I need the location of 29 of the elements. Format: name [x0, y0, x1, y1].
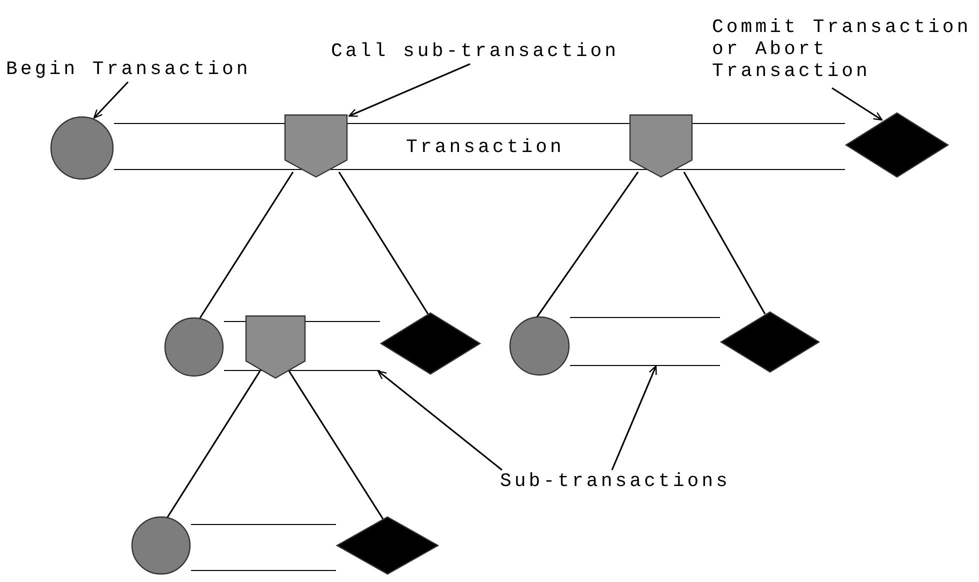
leader-line — [93, 81, 129, 119]
leader-line — [832, 87, 883, 121]
circle-marker — [50, 116, 114, 180]
leader-line — [611, 365, 657, 470]
transaction-band — [570, 317, 720, 366]
pentagon-marker — [629, 114, 693, 178]
pentagon-marker — [284, 114, 348, 178]
circle-marker — [509, 316, 570, 376]
pentagon-marker — [245, 315, 306, 379]
diamond-marker — [336, 516, 439, 575]
circle-marker — [131, 516, 191, 575]
leader-line — [377, 370, 502, 471]
circle-marker — [164, 317, 224, 377]
band-label: Transaction — [406, 136, 564, 158]
connector-line — [338, 172, 429, 314]
connector-line — [683, 172, 766, 314]
diamond-marker — [380, 312, 481, 375]
leader-line — [348, 63, 470, 117]
connector-line — [166, 370, 261, 518]
diamond-marker — [720, 311, 820, 373]
connector-line — [536, 172, 639, 318]
callout-label: Begin Transaction — [6, 58, 276, 80]
callout-label: Commit Transaction or Abort Transaction — [712, 16, 979, 82]
transaction-band — [191, 524, 336, 571]
callout-label: Call sub-transaction — [331, 40, 631, 62]
connector-line — [199, 172, 294, 318]
connector-line — [288, 370, 384, 520]
diamond-marker — [845, 112, 949, 178]
callout-label: Sub-transactions — [500, 470, 760, 492]
